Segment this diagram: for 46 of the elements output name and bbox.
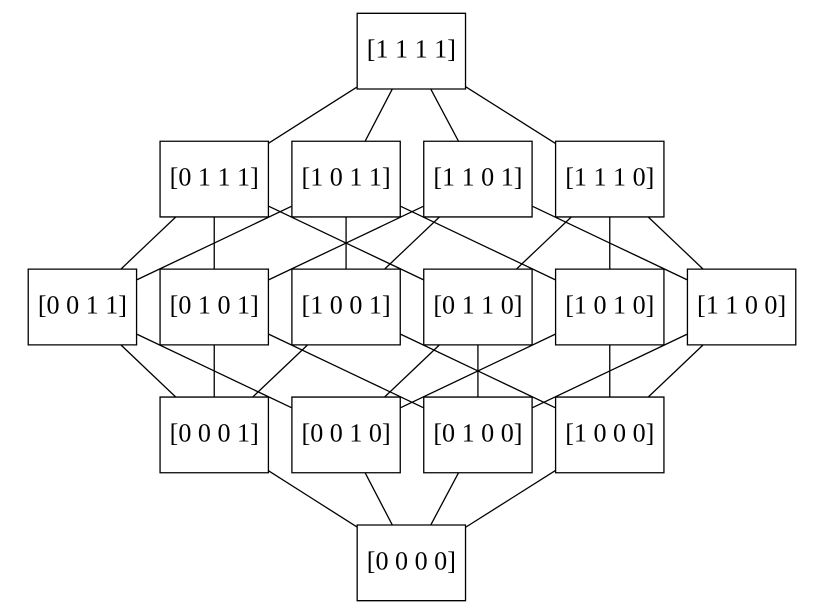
node-box: [0 0 0 1]	[158, 396, 269, 474]
node-box: [0 1 1 1]	[158, 140, 269, 218]
connector	[136, 206, 292, 280]
connector	[465, 470, 556, 528]
connector	[430, 472, 459, 525]
connector	[384, 344, 440, 398]
node-box: [0 0 1 1]	[27, 268, 137, 346]
connector	[608, 344, 610, 397]
connector	[400, 206, 555, 280]
node-box: [0 1 1 0]	[422, 268, 532, 346]
node-box: [0 0 0 0]	[356, 524, 466, 602]
connector	[268, 470, 357, 528]
connector	[532, 206, 687, 280]
connector	[400, 334, 555, 408]
connector	[430, 88, 458, 142]
connector	[464, 86, 556, 144]
connector	[364, 88, 392, 142]
connector	[364, 472, 392, 525]
connector	[136, 334, 292, 408]
connector	[268, 334, 424, 408]
node-box: [1 1 0 0]	[686, 268, 796, 346]
node-box: [0 1 0 0]	[422, 396, 532, 474]
node-box: [1 0 0 0]	[554, 396, 664, 474]
connector	[608, 216, 610, 269]
connector	[648, 344, 704, 398]
connector	[120, 344, 176, 398]
connector	[213, 344, 214, 397]
node-box: [1 1 0 1]	[422, 140, 532, 218]
node-box: [1 0 1 0]	[554, 268, 664, 346]
connector	[268, 206, 424, 280]
connector	[268, 86, 357, 144]
node-box: [0 0 1 0]	[290, 396, 400, 474]
node-box: [1 0 1 1]	[290, 140, 400, 218]
connector	[532, 334, 687, 408]
connector	[476, 344, 478, 397]
node-box: [1 0 0 1]	[290, 268, 400, 346]
node-box: [1 1 1 0]	[554, 140, 664, 218]
connector	[384, 216, 440, 270]
connector	[516, 216, 572, 270]
node-box: [1 1 1 1]	[356, 12, 466, 90]
node-box: [0 1 0 1]	[158, 268, 269, 346]
connector	[120, 216, 176, 270]
connector	[647, 216, 703, 270]
connector	[213, 216, 214, 269]
connector	[344, 216, 346, 269]
connector	[252, 344, 308, 398]
